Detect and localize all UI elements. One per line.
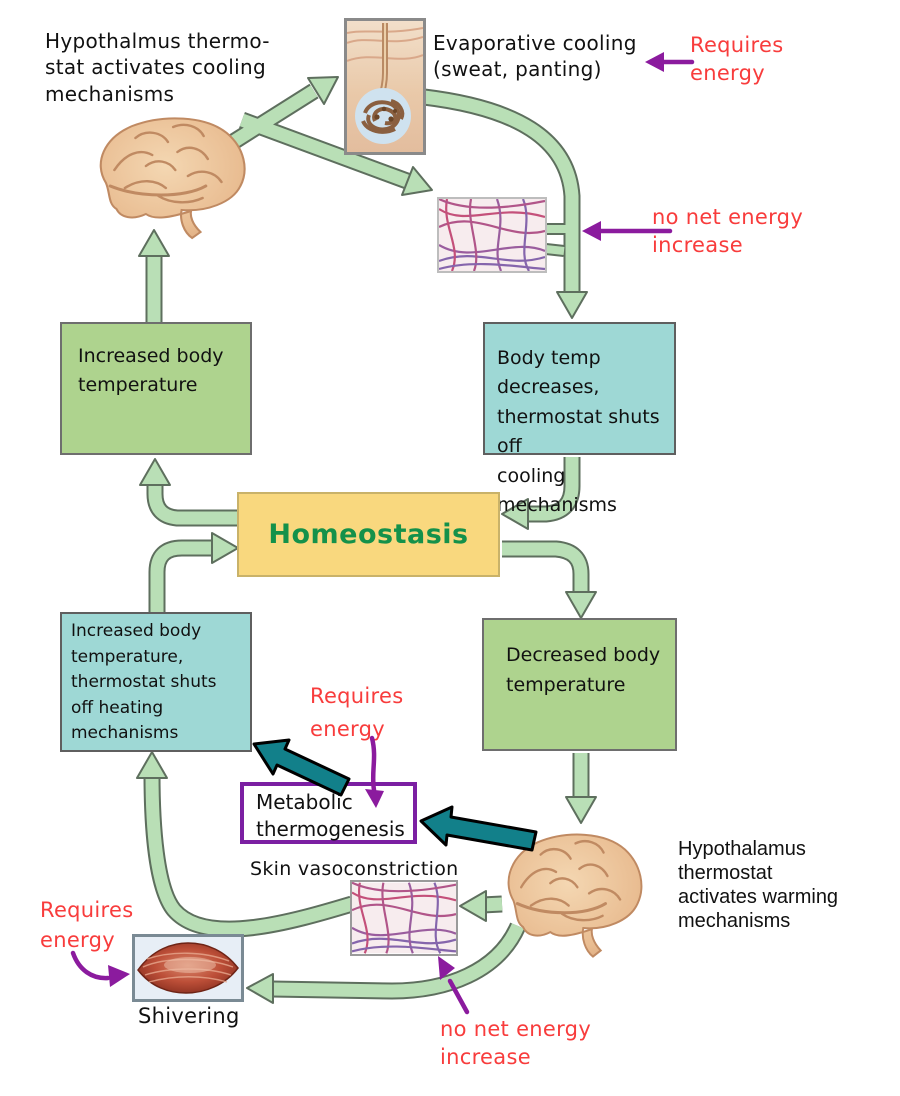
box-increased-body-temperature: Increased body temperature xyxy=(60,322,252,455)
label-evaporative-cooling: Evaporative cooling (sweat, panting) xyxy=(433,31,637,82)
label-skin-vasoconstriction: Skin vasoconstriction xyxy=(250,858,459,880)
purple-arrow-no-net-bottom xyxy=(447,978,470,1015)
blood-vessels-bottom-image xyxy=(350,880,458,956)
box-homeostasis: Homeostasis xyxy=(237,492,500,577)
label-requires-energy-bottom: Requires energy xyxy=(40,898,134,953)
label-no-net-energy-top: no net energy increase xyxy=(652,205,804,257)
label-no-net-energy-bottom: no net energy increase xyxy=(440,1017,592,1069)
sweat-gland-image xyxy=(344,18,426,155)
blood-vessels-top-image xyxy=(437,197,547,273)
label-requires-energy-mid: Requires energy xyxy=(310,684,404,741)
brain-top-icon xyxy=(99,116,247,240)
label-hypothalamus-cooling: Hypothalmus thermo- stat activates cooli… xyxy=(45,29,270,106)
teal-arrow-brain-to-metabolic xyxy=(419,805,538,852)
homeostasis-title: Homeostasis xyxy=(268,519,469,550)
box-decreased-body-temperature: Decreased body temperature xyxy=(482,618,677,751)
blood-vessels-icon xyxy=(351,881,457,954)
label-shivering: Shivering xyxy=(138,1004,240,1028)
box-increased-temp-shutoff: Increased body temperature, thermostat s… xyxy=(60,612,252,752)
label-requires-energy-top: Requires energy xyxy=(690,33,784,85)
purple-arrow-requires-bottom xyxy=(70,950,111,981)
brain-bottom-icon xyxy=(507,833,643,959)
box-metabolic-thermogenesis: Metabolic thermogenesis xyxy=(240,782,417,844)
muscle-image xyxy=(132,934,244,1002)
box-body-temp-decreases: Body temp decreases, thermostat shuts of… xyxy=(483,322,676,516)
blood-vessels-icon xyxy=(438,198,546,272)
label-hypothalamus-warming: Hypothalamus thermostat activates warmin… xyxy=(678,838,839,932)
sweat-gland-icon xyxy=(346,21,424,152)
muscle-icon xyxy=(135,937,241,999)
